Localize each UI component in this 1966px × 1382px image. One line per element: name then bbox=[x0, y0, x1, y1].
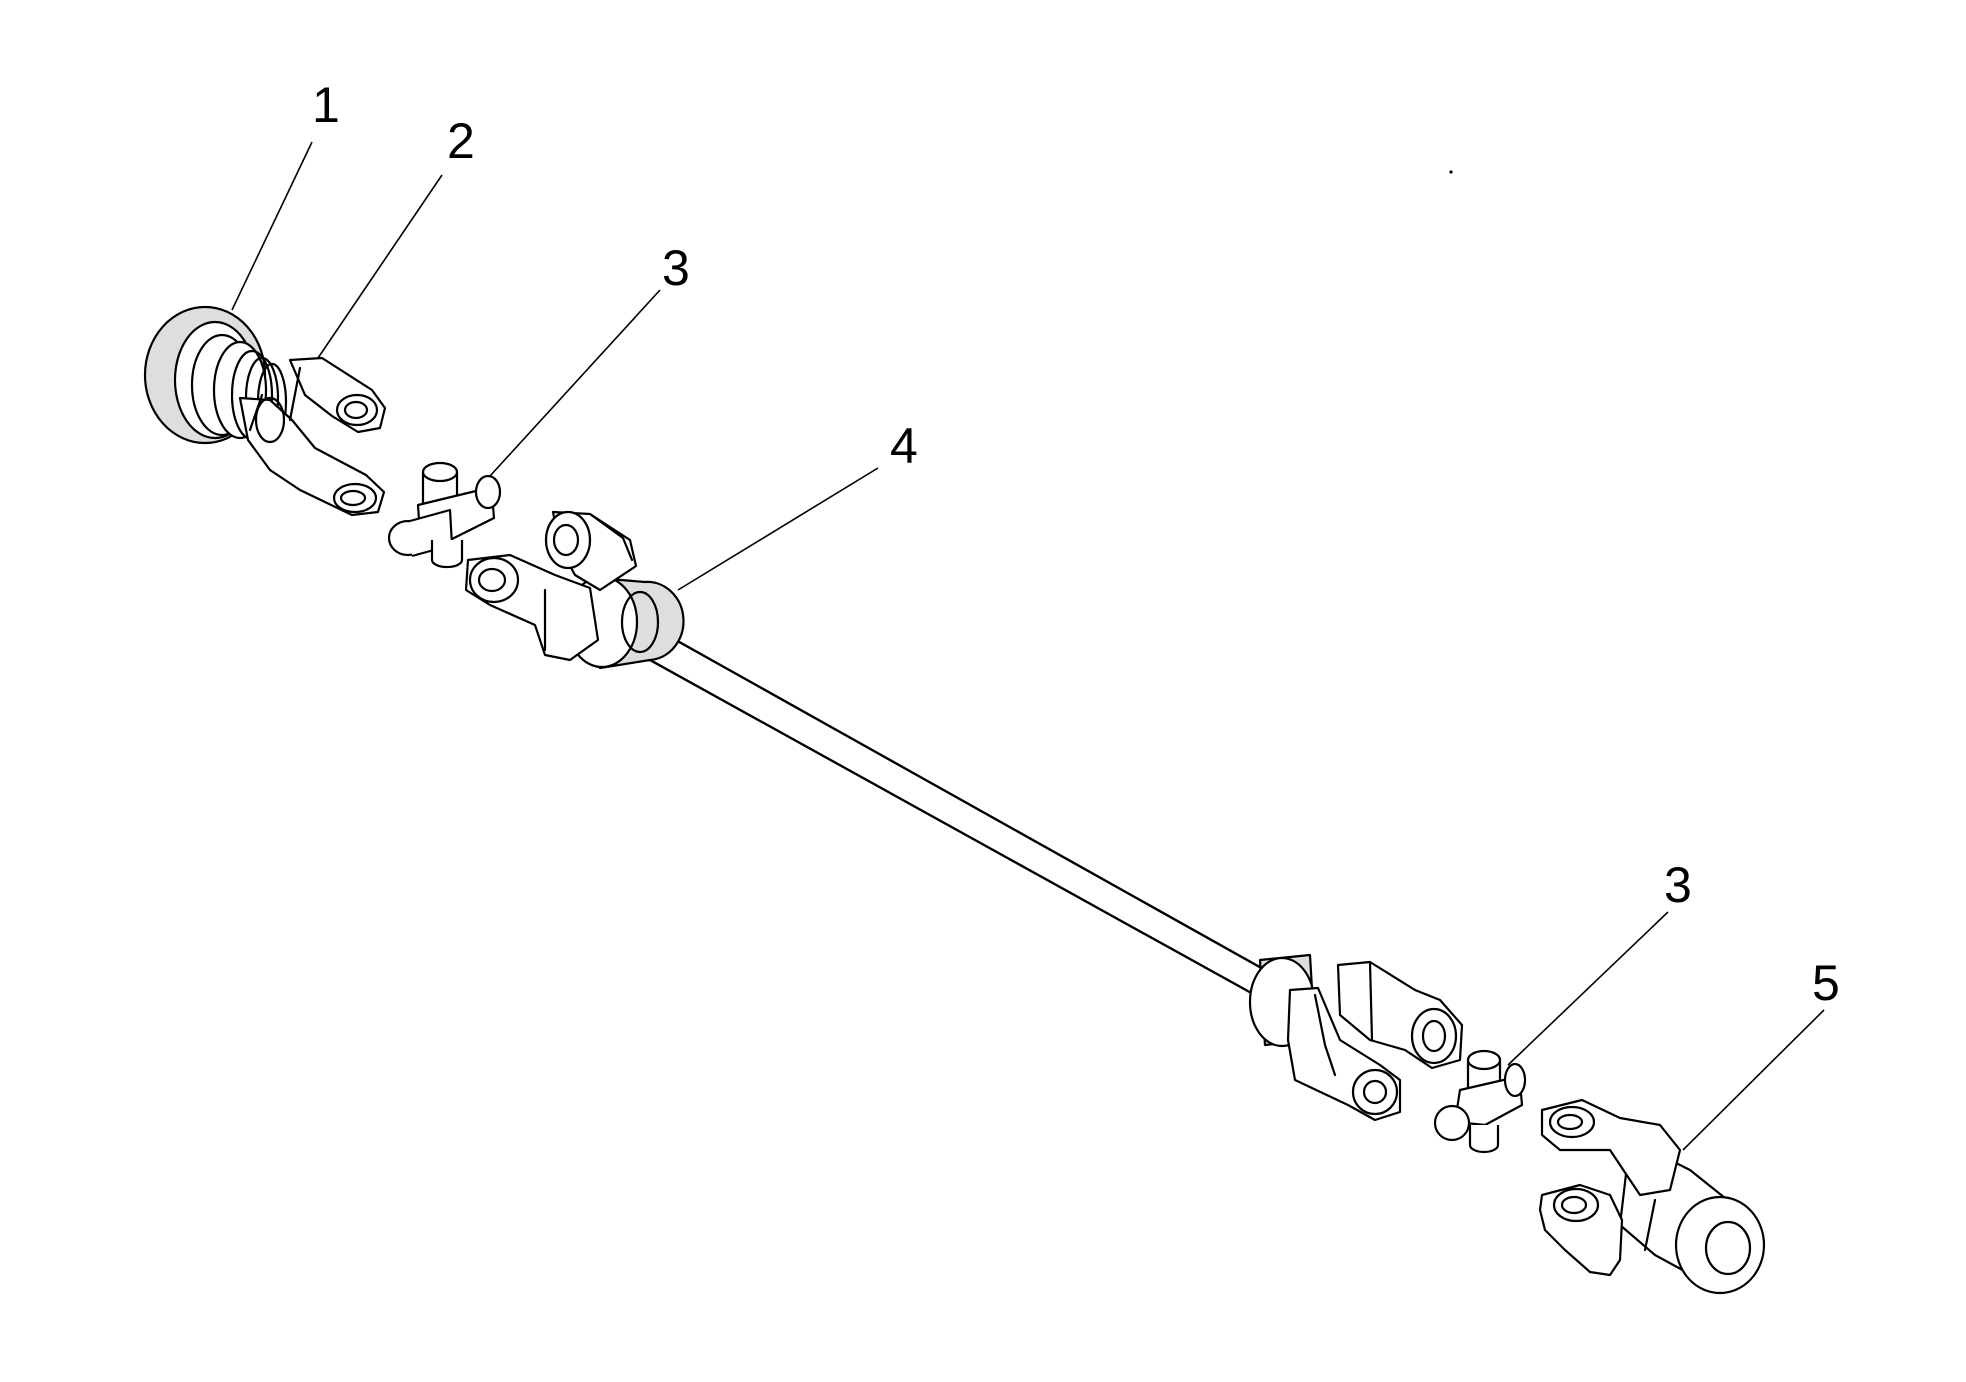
part-4-shaft bbox=[464, 510, 1464, 1122]
callout-3-lower: 3 bbox=[1664, 857, 1692, 913]
part-1-flange bbox=[143, 305, 288, 445]
part-3-cross-lower bbox=[1433, 1049, 1527, 1154]
leader-4 bbox=[677, 467, 879, 591]
callout-3-upper: 3 bbox=[662, 240, 690, 296]
leader-1 bbox=[231, 141, 313, 311]
callout-2: 2 bbox=[447, 113, 475, 169]
part-3-cross-upper bbox=[387, 461, 502, 569]
callout-1: 1 bbox=[312, 77, 340, 133]
callout-4: 4 bbox=[890, 418, 918, 474]
leader-3a bbox=[489, 289, 661, 477]
stray-mark bbox=[1449, 170, 1453, 174]
callout-5: 5 bbox=[1812, 955, 1840, 1011]
part-5-slip-yoke bbox=[1538, 1098, 1766, 1295]
leader-3b bbox=[1507, 911, 1669, 1066]
leader-2 bbox=[317, 174, 443, 359]
leader-5 bbox=[1682, 1009, 1825, 1151]
part-2-yoke bbox=[238, 356, 387, 517]
